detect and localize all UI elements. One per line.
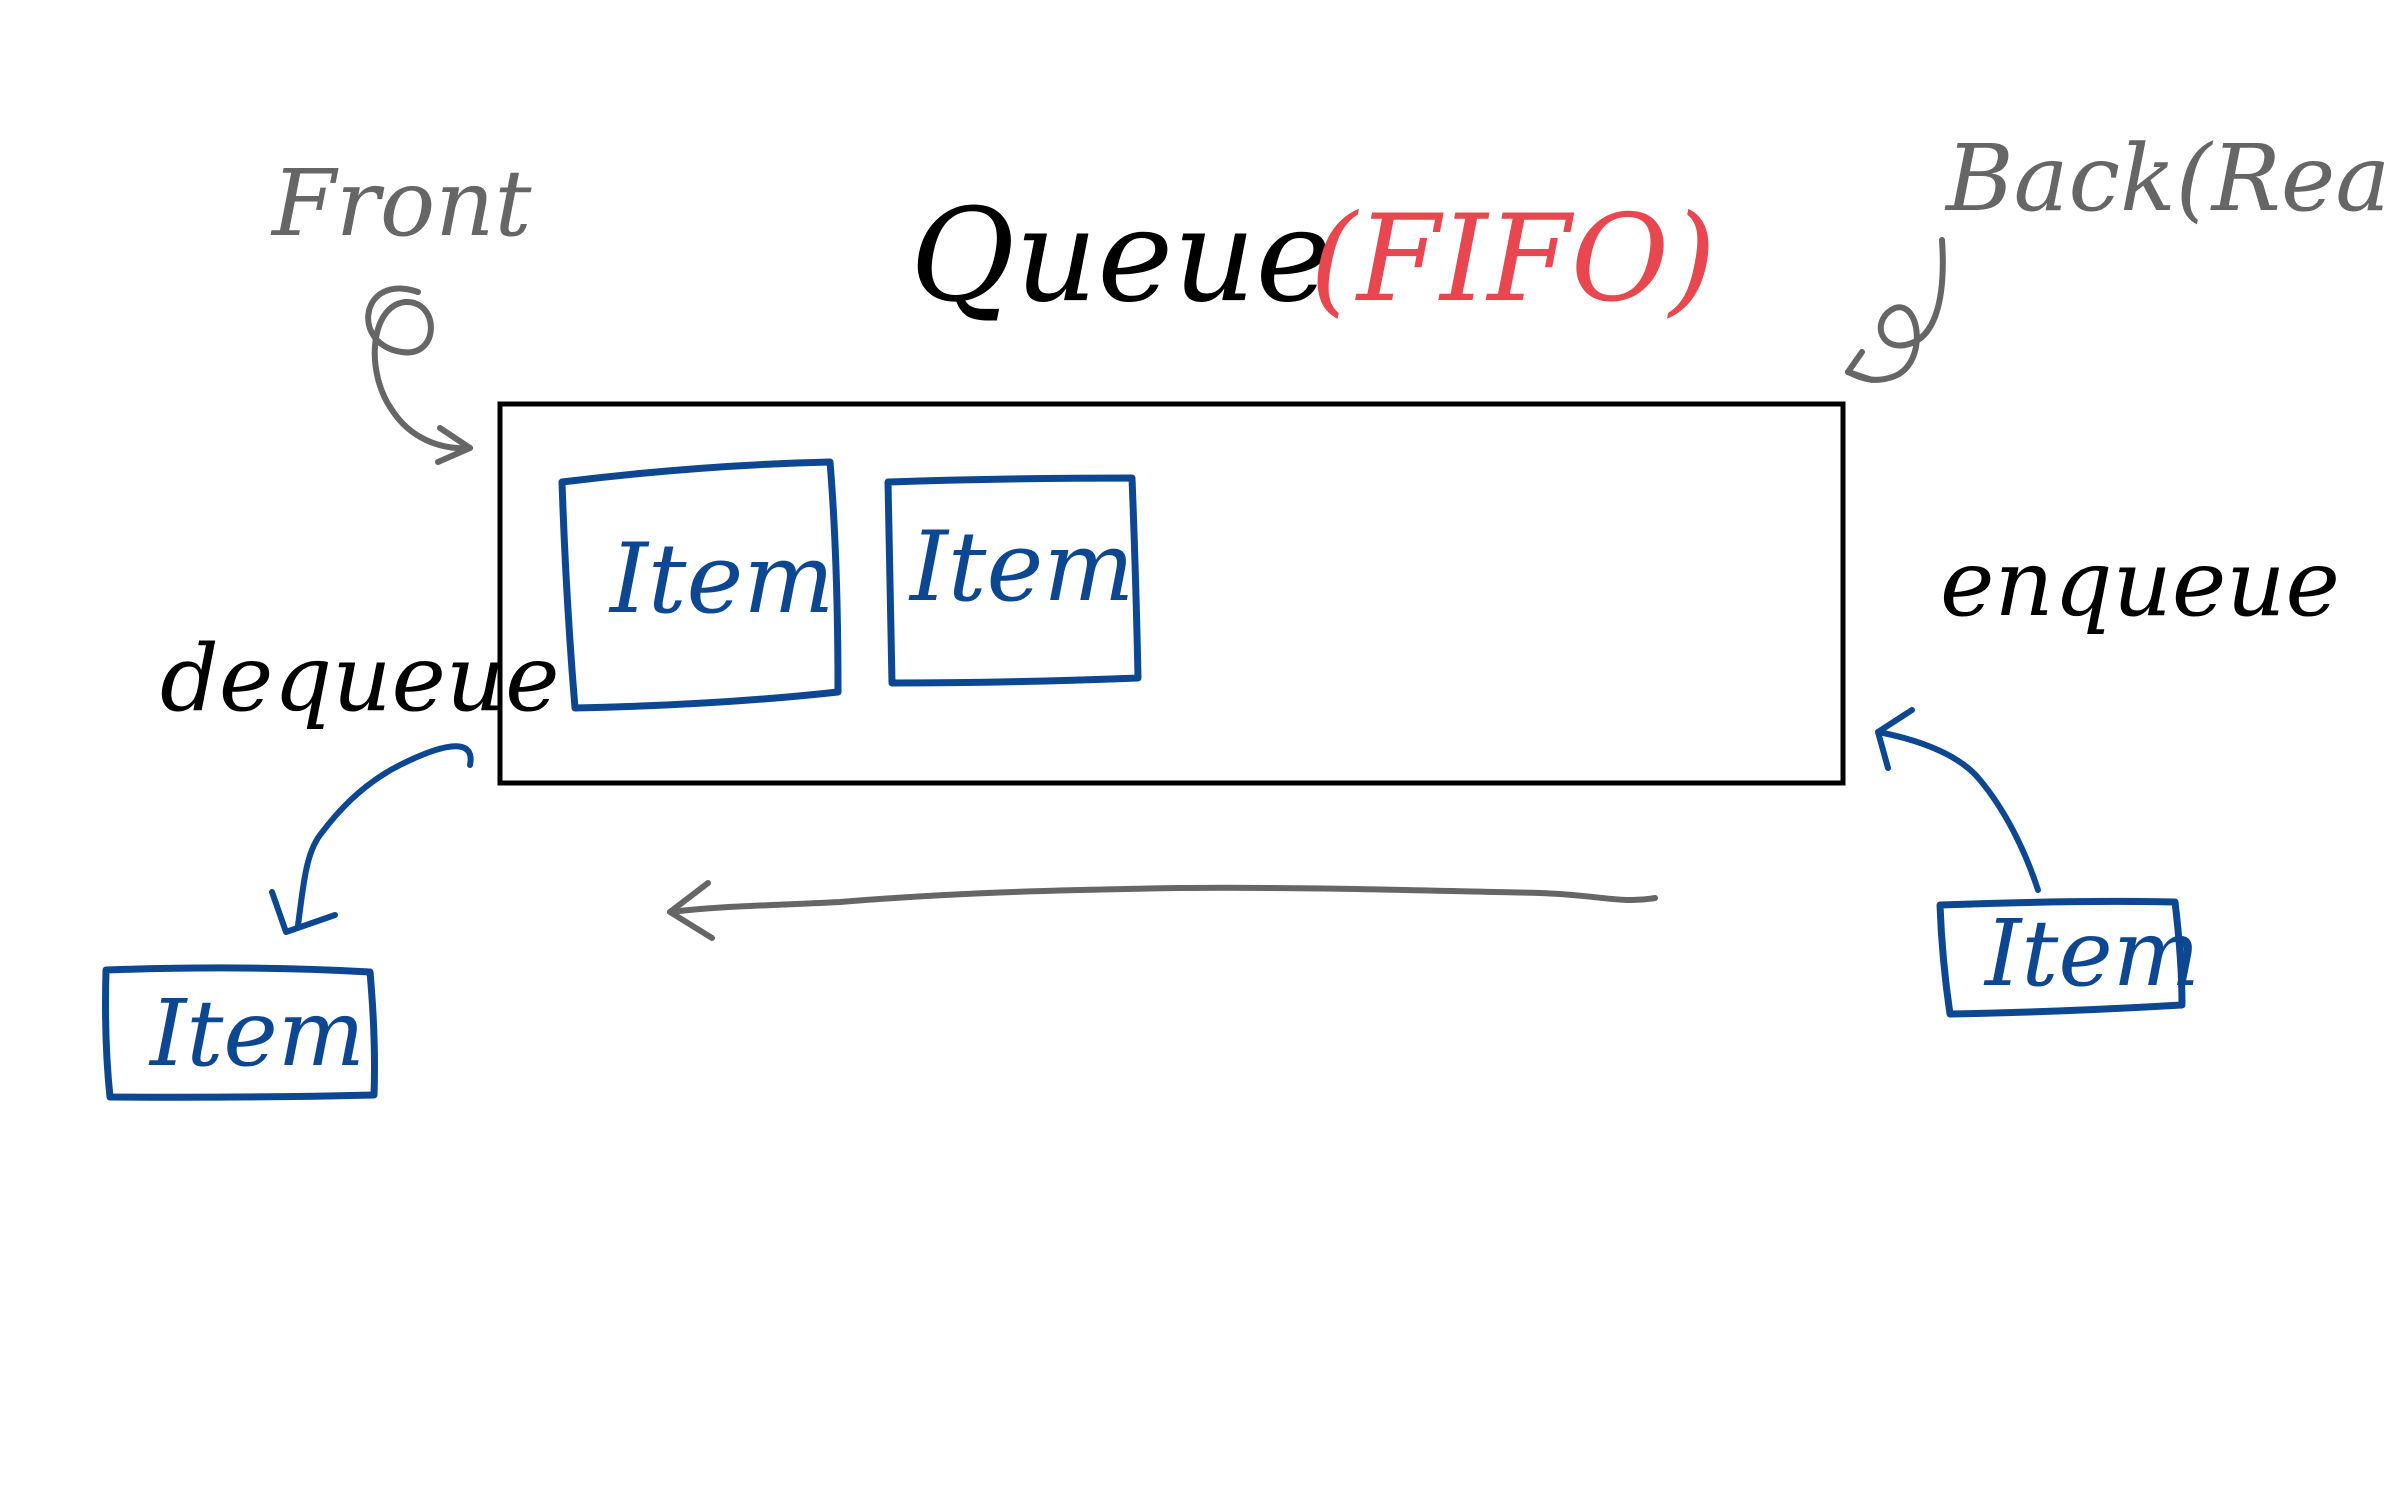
enqueue-label: enqueue [1940, 530, 2340, 637]
dequeued-item-label: Item [148, 980, 365, 1087]
incoming-item-box [1936, 897, 2186, 1018]
flow-arrowhead [667, 880, 715, 941]
back-arrow [1845, 237, 1946, 383]
dequeue-arrowhead [269, 889, 338, 935]
front-label: Front [270, 150, 532, 257]
dequeue-label: dequeue [160, 625, 560, 732]
queue-item-label-2: Item [908, 511, 1134, 623]
dequeue-arrow [295, 743, 474, 928]
enqueue-arrow [1875, 729, 2041, 893]
front-arrow [365, 285, 473, 452]
incoming-item-label: Item [1983, 900, 2200, 1007]
dequeued-item-box [102, 964, 378, 1101]
queue-item-label-1: Item [608, 523, 834, 635]
flow-arrow [667, 884, 1658, 915]
queue-item-box-2 [884, 474, 1142, 687]
diagram-title: Queue [910, 182, 1331, 331]
front-arrowhead [435, 425, 473, 465]
back-label: Back(Rear) [1944, 125, 2386, 232]
back-arrowhead [1845, 349, 1875, 383]
queue-item-box-1 [558, 458, 842, 712]
enqueue-arrowhead [1875, 707, 1915, 771]
queue-container [497, 401, 1846, 786]
fifo-label: (FIFO) [1310, 190, 1716, 329]
